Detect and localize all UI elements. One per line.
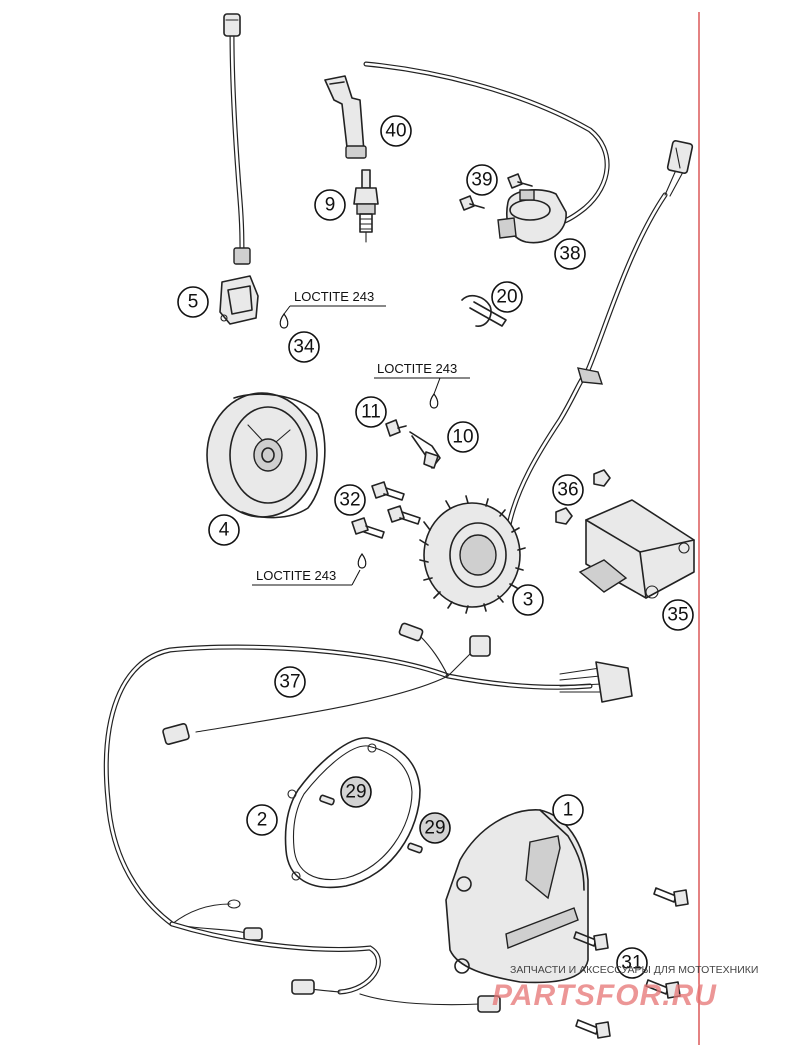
- voltage-regulator-part: [578, 499, 695, 599]
- loctite-note-rotor-screw: LOCTITE 243: [374, 361, 470, 409]
- loctite-note-sensor: LOCTITE 243: [279, 289, 386, 329]
- small-screw-part: [385, 419, 407, 437]
- spark-plug-cap-part: [324, 75, 367, 159]
- watermark-brand: PARTSFOR.RU: [492, 979, 717, 1012]
- callout-3: 3: [512, 584, 544, 616]
- cover-gasket-part: [284, 737, 421, 889]
- svg-text:35: 35: [667, 605, 688, 626]
- svg-text:5: 5: [188, 292, 199, 313]
- pickup-sensor-part: [219, 13, 259, 325]
- callout-4: 4: [208, 514, 240, 546]
- callout-1: 1: [552, 794, 584, 826]
- stator-bolts-part: [351, 481, 421, 539]
- flywheel-rotor-part: [206, 392, 326, 519]
- svg-text:3: 3: [523, 590, 534, 611]
- callout-20: 20: [491, 281, 523, 313]
- svg-text:10: 10: [452, 427, 473, 448]
- loctite-label: LOCTITE 243: [256, 568, 336, 583]
- svg-text:4: 4: [219, 520, 230, 541]
- stator-cable-part: [505, 140, 694, 533]
- regulator-nuts-part: [555, 469, 611, 525]
- svg-text:29: 29: [345, 782, 366, 803]
- callout-32: 32: [334, 484, 366, 516]
- svg-text:20: 20: [496, 287, 517, 308]
- svg-text:9: 9: [325, 195, 336, 216]
- callout-34: 34: [288, 331, 320, 363]
- callout-10: 10: [447, 421, 479, 453]
- dowel-pins-part: [319, 794, 423, 854]
- svg-text:37: 37: [279, 672, 300, 693]
- cable-tie-part: [461, 294, 507, 327]
- svg-text:32: 32: [339, 490, 360, 511]
- callout-9: 9: [314, 189, 346, 221]
- watermark-tagline: ЗАПЧАСТИ И АКСЕССУАРЫ ДЛЯ МОТОТЕХНИКИ: [510, 964, 758, 976]
- cover-bolts-part: [573, 887, 689, 1039]
- stator-part: [419, 495, 526, 614]
- coil-screws-part: [459, 173, 533, 211]
- callout-37: 37: [274, 666, 306, 698]
- callout-36: 36: [552, 474, 584, 506]
- callout-29-upper: 29: [340, 776, 372, 808]
- callout-2: 2: [246, 804, 278, 836]
- callout-38: 38: [554, 238, 586, 270]
- svg-text:31: 31: [621, 953, 642, 974]
- svg-text:38: 38: [559, 244, 580, 265]
- callout-29-lower: 29: [419, 812, 451, 844]
- callout-5: 5: [177, 286, 209, 318]
- callout-35: 35: [662, 599, 694, 631]
- svg-text:39: 39: [471, 170, 492, 191]
- svg-text:29: 29: [424, 818, 445, 839]
- ignition-coil-part: [363, 61, 610, 244]
- spark-plug-part: [353, 169, 379, 243]
- svg-text:11: 11: [361, 402, 381, 423]
- svg-text:34: 34: [293, 337, 315, 358]
- callout-31: 31: [616, 947, 648, 979]
- callout-11: 11: [355, 396, 387, 428]
- loctite-note-stator-bolts: LOCTITE 243: [252, 552, 367, 586]
- svg-text:36: 36: [557, 480, 578, 501]
- cable-clip-part: [409, 431, 441, 469]
- callout-39: 39: [466, 164, 498, 196]
- callout-40: 40: [380, 115, 412, 147]
- svg-text:2: 2: [257, 810, 268, 831]
- loctite-label: LOCTITE 243: [294, 289, 374, 304]
- wiring-harness-part: [103, 622, 633, 1013]
- loctite-label: LOCTITE 243: [377, 361, 457, 376]
- svg-text:1: 1: [563, 800, 574, 821]
- ignition-cover-part: [445, 809, 589, 984]
- svg-text:40: 40: [385, 121, 406, 142]
- watermark: ЗАПЧАСТИ И АКСЕССУАРЫ ДЛЯ МОТОТЕХНИКИ PA…: [492, 964, 758, 1012]
